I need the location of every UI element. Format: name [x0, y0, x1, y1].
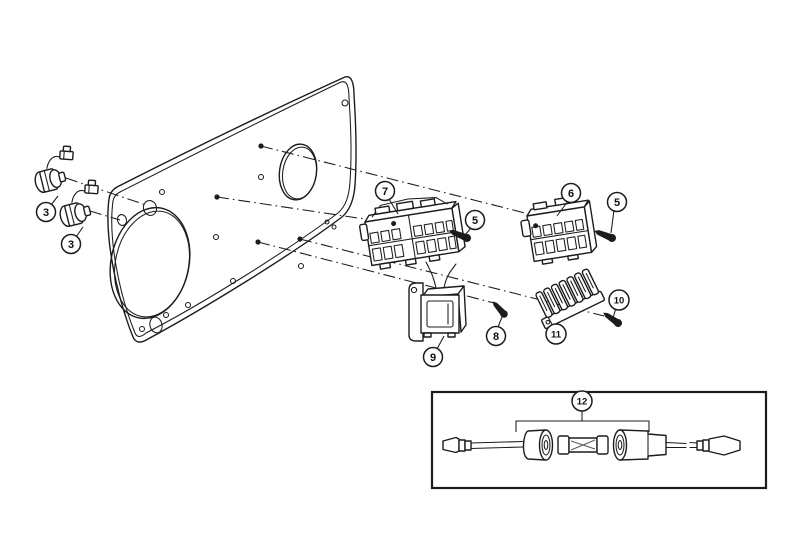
svg-text:9: 9: [430, 352, 436, 364]
terminal-base-hole: [545, 319, 551, 325]
panel-thickness-line: [111, 81, 352, 338]
flasher-bracket-hole: [410, 286, 418, 294]
terminal-fins: [535, 268, 600, 319]
callout-5-right[interactable]: 5: [606, 191, 628, 213]
screw-8: [492, 301, 508, 318]
svg-text:3: 3: [68, 239, 74, 251]
connector7-cavities: [369, 219, 457, 262]
bracket-12: [515, 411, 650, 432]
callout-leaders: [50, 195, 617, 350]
fuse-holder-cap: [522, 429, 554, 461]
gauge-hole-medium: [278, 143, 318, 201]
oval-hole-bottom: [149, 316, 163, 334]
flasher-wire-left: [427, 265, 437, 289]
panel-outline: [107, 75, 357, 343]
lamp-socket-upper: [34, 145, 74, 194]
svg-text:11: 11: [551, 330, 562, 341]
connector6-body: [526, 206, 593, 263]
flasher-side-face: [457, 285, 467, 333]
callout-3-lower[interactable]: 3: [60, 233, 82, 255]
screw-10: [603, 312, 622, 327]
callout-6[interactable]: 6: [560, 182, 582, 204]
lamp-hole-lower: [116, 214, 128, 226]
svg-text:3: 3: [43, 207, 49, 219]
callout-10[interactable]: 10: [608, 289, 630, 311]
callout-3-upper[interactable]: 3: [35, 201, 57, 223]
screw-5-left: [449, 230, 471, 242]
callout-8[interactable]: 8: [485, 325, 507, 347]
connector6-flange: [520, 219, 532, 238]
flasher-unit-9: [408, 261, 467, 342]
screw-5-right: [594, 230, 616, 242]
flasher-bracket: [408, 282, 424, 342]
flasher-wire-right: [443, 267, 454, 289]
callout-12[interactable]: 12: [571, 390, 593, 412]
fuse-lead-left: [442, 436, 524, 454]
connector7-flange: [358, 223, 370, 242]
instrument-panel: [107, 75, 357, 343]
callout-9[interactable]: 9: [422, 346, 444, 368]
panel-small-holes: [138, 99, 349, 333]
callout-5-left[interactable]: 5: [464, 209, 486, 231]
connector7-screw-hole: [391, 221, 397, 227]
flasher-face-bevel: [426, 300, 454, 328]
connector6-cavities: [531, 218, 588, 256]
svg-text:12: 12: [577, 397, 588, 408]
svg-text:10: 10: [614, 296, 625, 307]
glass-fuse: [557, 435, 609, 455]
centerline-socket-lower: [89, 210, 121, 221]
fuse-assembly-inset: [430, 390, 768, 490]
centerline-socket-upper: [65, 177, 147, 206]
connector-block-6: [520, 196, 598, 265]
callout-11[interactable]: 11: [545, 323, 567, 345]
callout-7[interactable]: 7: [374, 180, 396, 202]
lamp-hole-upper: [142, 200, 158, 216]
gauge-hole-large: [109, 206, 191, 320]
terminal-block-11: [535, 268, 606, 330]
connector-block-7: [358, 197, 466, 270]
svg-text:5: 5: [472, 215, 478, 227]
svg-text:7: 7: [382, 186, 388, 198]
fuse-holder-body: [612, 429, 667, 461]
inset-frame: [430, 390, 768, 490]
fuse-lead-right: [665, 435, 741, 456]
svg-text:8: 8: [493, 331, 499, 343]
lamp-socket-lower: [59, 179, 99, 228]
svg-text:5: 5: [614, 197, 620, 209]
svg-text:6: 6: [568, 188, 574, 200]
socket-terminal: [84, 179, 99, 195]
socket-terminal: [59, 145, 74, 161]
